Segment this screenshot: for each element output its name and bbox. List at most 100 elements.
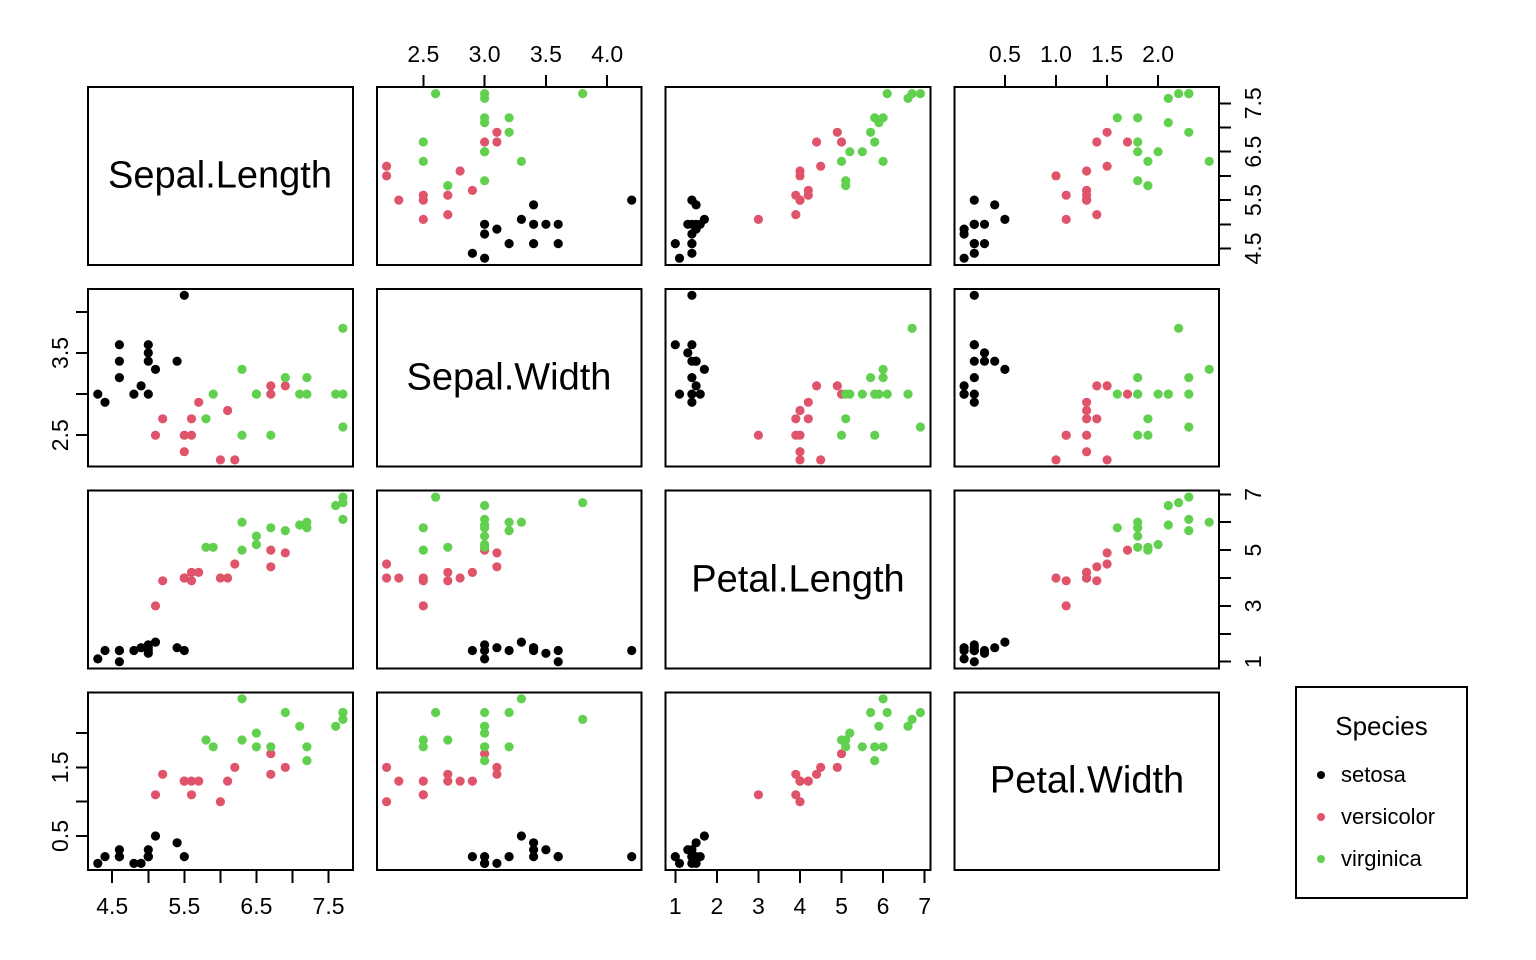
data-point-versicolor	[1082, 185, 1092, 195]
data-point-setosa	[695, 389, 705, 399]
data-point-versicolor	[266, 749, 276, 759]
data-point-virginica	[1112, 113, 1122, 123]
data-point-versicolor	[194, 397, 204, 407]
axis-tick-label: 1.0	[1040, 41, 1072, 67]
data-point-virginica	[841, 742, 851, 752]
data-point-virginica	[443, 735, 453, 745]
data-point-virginica	[1133, 389, 1143, 399]
diagonal-label-sepal-width: Sepal.Width	[406, 356, 612, 399]
data-point-versicolor	[1082, 405, 1092, 416]
data-point-versicolor	[230, 455, 240, 465]
data-point-versicolor	[443, 776, 453, 786]
data-point-setosa	[516, 214, 527, 224]
data-point-virginica	[516, 694, 527, 704]
data-point-virginica	[516, 517, 527, 527]
data-point-virginica	[870, 389, 880, 399]
data-point-virginica	[1133, 430, 1143, 440]
data-point-virginica	[1163, 500, 1173, 511]
data-point-versicolor	[753, 430, 764, 440]
data-point-setosa	[529, 643, 539, 653]
data-point-versicolor	[455, 776, 465, 786]
data-point-virginica	[237, 517, 247, 527]
data-point-setosa	[504, 645, 514, 656]
data-point-versicolor	[186, 790, 197, 800]
data-point-setosa	[553, 852, 563, 862]
legend-item-virginica: virginica	[1297, 846, 1466, 871]
data-point-virginica	[302, 517, 312, 527]
data-point-virginica	[331, 500, 341, 511]
data-point-versicolor	[791, 190, 801, 200]
data-point-setosa	[959, 643, 969, 653]
data-point-virginica	[418, 742, 428, 752]
data-point-setosa	[674, 858, 685, 869]
data-point-virginica	[1163, 93, 1173, 103]
axis-tick-label: 0.5	[47, 820, 73, 852]
data-point-versicolor	[418, 601, 428, 611]
data-point-setosa	[541, 648, 551, 658]
data-point-versicolor	[394, 195, 404, 205]
axis-tick-label: 3.0	[469, 41, 501, 67]
data-point-virginica	[836, 156, 847, 166]
data-point-versicolor	[186, 776, 197, 786]
data-point-setosa	[1000, 637, 1010, 647]
data-point-versicolor	[179, 430, 189, 440]
data-point-setosa	[979, 356, 990, 366]
axis-tick-label: 1.5	[1091, 41, 1123, 67]
data-point-versicolor	[812, 137, 822, 147]
data-point-versicolor	[455, 166, 465, 176]
data-point-versicolor	[418, 776, 428, 786]
data-point-setosa	[480, 229, 490, 239]
data-point-virginica	[237, 694, 247, 704]
axis-tick-label: 6.5	[1240, 136, 1266, 168]
data-point-setosa	[674, 253, 685, 263]
data-point-versicolor	[467, 185, 477, 195]
data-point-setosa	[143, 389, 153, 399]
data-point-versicolor	[215, 573, 225, 583]
data-point-setosa	[553, 239, 563, 249]
data-point-virginica	[1184, 422, 1194, 432]
data-point-virginica	[915, 707, 926, 718]
data-point-versicolor	[795, 447, 805, 457]
data-point-setosa	[529, 852, 539, 862]
data-point-virginica	[266, 742, 276, 752]
data-point-virginica	[903, 721, 913, 731]
data-point-versicolor	[150, 790, 161, 800]
data-point-virginica	[480, 742, 490, 752]
axis-tick-label: 1	[1240, 655, 1266, 668]
legend: Species setosa versicolor virginica	[1295, 686, 1468, 899]
data-point-virginica	[251, 742, 261, 752]
data-point-virginica	[836, 735, 847, 745]
data-point-versicolor	[179, 573, 189, 583]
data-point-versicolor	[223, 573, 233, 583]
scatter-panel-r3c0	[87, 691, 354, 871]
axis-tick-label: 2.5	[47, 419, 73, 451]
data-point-versicolor	[382, 573, 392, 583]
axis-tick-label: 4.0	[591, 41, 623, 67]
data-point-virginica	[1153, 389, 1163, 399]
data-point-setosa	[136, 858, 146, 869]
data-point-versicolor	[382, 797, 392, 807]
data-point-setosa	[467, 852, 477, 862]
data-point-virginica	[878, 156, 888, 166]
data-point-setosa	[100, 645, 110, 656]
data-point-versicolor	[179, 447, 189, 457]
data-point-versicolor	[795, 776, 805, 786]
data-point-virginica	[1184, 389, 1194, 399]
data-point-setosa	[691, 356, 701, 366]
data-point-virginica	[280, 526, 290, 536]
data-point-virginica	[878, 694, 888, 704]
axis-tick-label: 7.5	[313, 893, 345, 919]
data-point-virginica	[331, 721, 341, 731]
data-point-virginica	[1133, 373, 1143, 383]
axis-tick-label: 1.5	[47, 751, 73, 783]
data-point-virginica	[480, 176, 490, 186]
axis-tick-label: 1	[669, 893, 682, 919]
data-point-setosa	[969, 239, 979, 249]
data-point-versicolor	[194, 567, 204, 578]
data-point-versicolor	[266, 769, 276, 779]
data-point-virginica	[504, 707, 514, 718]
data-point-virginica	[208, 389, 218, 399]
data-point-setosa	[143, 348, 153, 358]
data-point-setosa	[979, 348, 990, 358]
